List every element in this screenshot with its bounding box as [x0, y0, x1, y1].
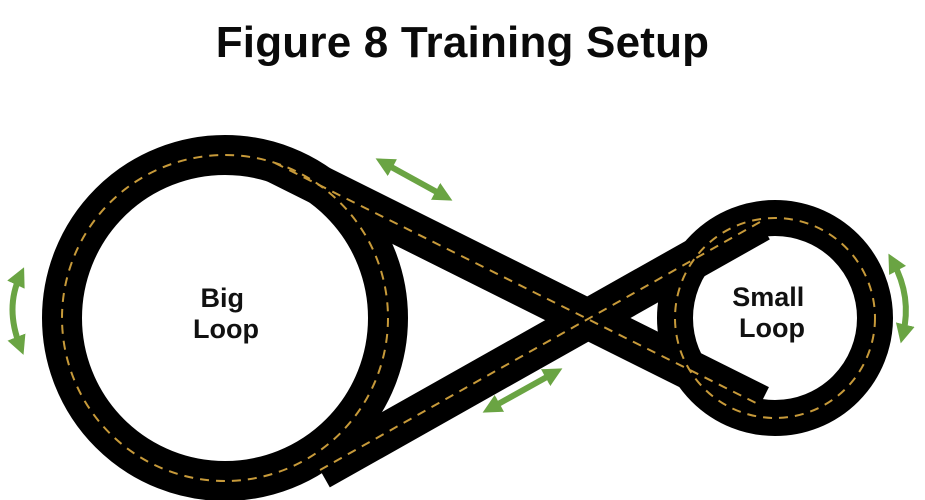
small-loop-label: Small Loop	[732, 282, 812, 343]
big-loop-label-line1: Big	[200, 283, 244, 313]
small-loop-label-line1: Small	[732, 282, 804, 312]
double-arrow-icon	[375, 158, 453, 201]
page-title: Figure 8 Training Setup	[215, 18, 710, 67]
big-loop-lane-line	[61, 154, 389, 482]
big-loop-label: Big Loop	[193, 283, 259, 344]
double-arrow-icon	[482, 368, 563, 413]
upper-crossing-lane-line	[274, 162, 761, 406]
lane-markings	[61, 154, 876, 482]
small-loop-lane-line	[674, 217, 876, 419]
direction-arrows	[7, 158, 915, 413]
small-loop-label-line2: Loop	[739, 313, 805, 343]
double-arrow-icon	[888, 253, 915, 344]
double-arrow-icon	[7, 267, 26, 355]
big-loop-label-line2: Loop	[193, 314, 259, 344]
lower-crossing-lane-line	[319, 221, 761, 471]
